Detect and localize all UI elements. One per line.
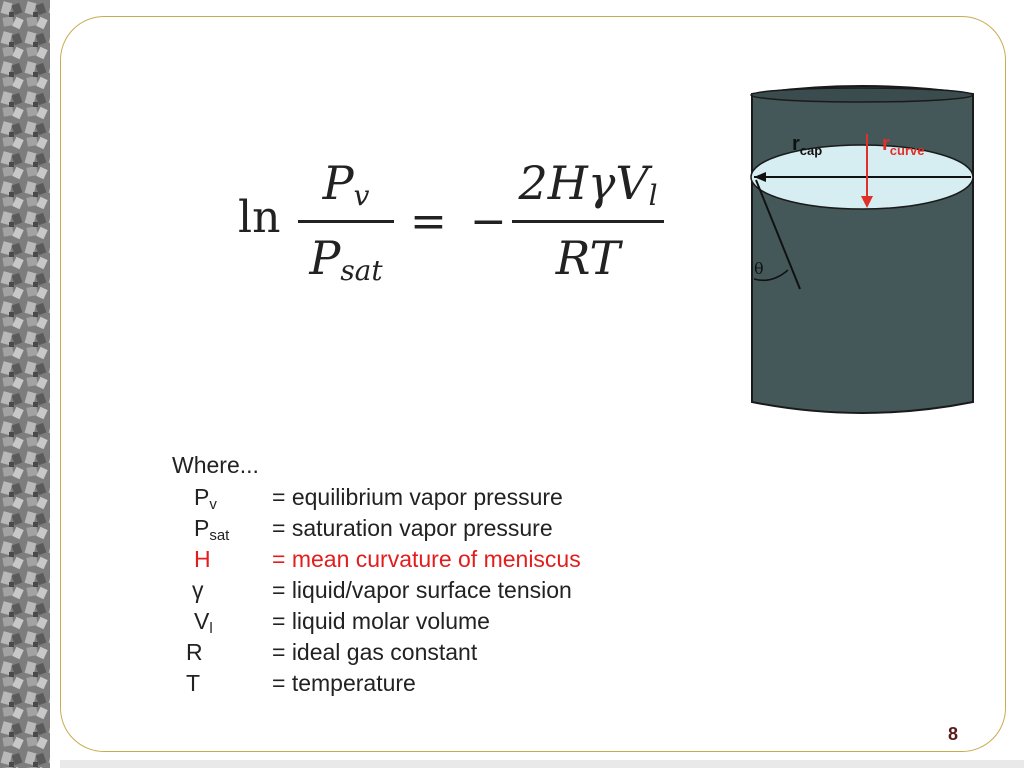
legend-symbol: γ	[192, 577, 204, 603]
legend-definition: = saturation vapor pressure	[272, 515, 553, 541]
equation-equals: =	[410, 196, 447, 247]
page-number: 8	[948, 724, 959, 744]
equation-lhs-fraction: Pv Psat	[298, 160, 394, 285]
legend-symbol: R	[186, 639, 203, 665]
fraction-bar	[512, 220, 664, 223]
legend-definition: = mean curvature of meniscus	[272, 546, 581, 572]
legend-definition: = liquid/vapor surface tension	[272, 577, 572, 603]
equation-ln: ln	[238, 192, 281, 243]
legend-symbol: T	[186, 670, 201, 696]
fraction-bar	[298, 220, 394, 223]
equation-rhs-numerator: 2HγVl	[518, 156, 658, 212]
r-cap-label: rcap	[792, 133, 822, 158]
legend-symbol: Pv	[194, 484, 217, 513]
equation-rhs-fraction: 2HγVl RT	[512, 160, 664, 281]
legend-symbol: Psat	[194, 515, 230, 544]
legend-definition: = equilibrium vapor pressure	[272, 484, 563, 510]
equation-lhs-denominator: Psat	[309, 231, 383, 287]
legend-symbol: H	[194, 546, 211, 572]
bottom-band	[60, 760, 1024, 768]
equation-lhs-numerator: Pv	[322, 156, 370, 212]
capillary-meniscus-image: rcap rcurve θ	[742, 84, 983, 416]
legend-symbol: Vl	[194, 608, 213, 637]
decorative-texture-strip	[0, 0, 50, 768]
legend-definition: = ideal gas constant	[272, 639, 478, 665]
legend-intro: Where...	[172, 452, 259, 478]
theta-label: θ	[754, 259, 764, 278]
r-curve-label: rcurve	[882, 133, 925, 158]
equation-rhs-denominator: RT	[555, 231, 621, 285]
equation-minus: −	[470, 196, 507, 247]
legend-definition: = temperature	[272, 670, 416, 696]
legend-definition: = liquid molar volume	[272, 608, 490, 634]
